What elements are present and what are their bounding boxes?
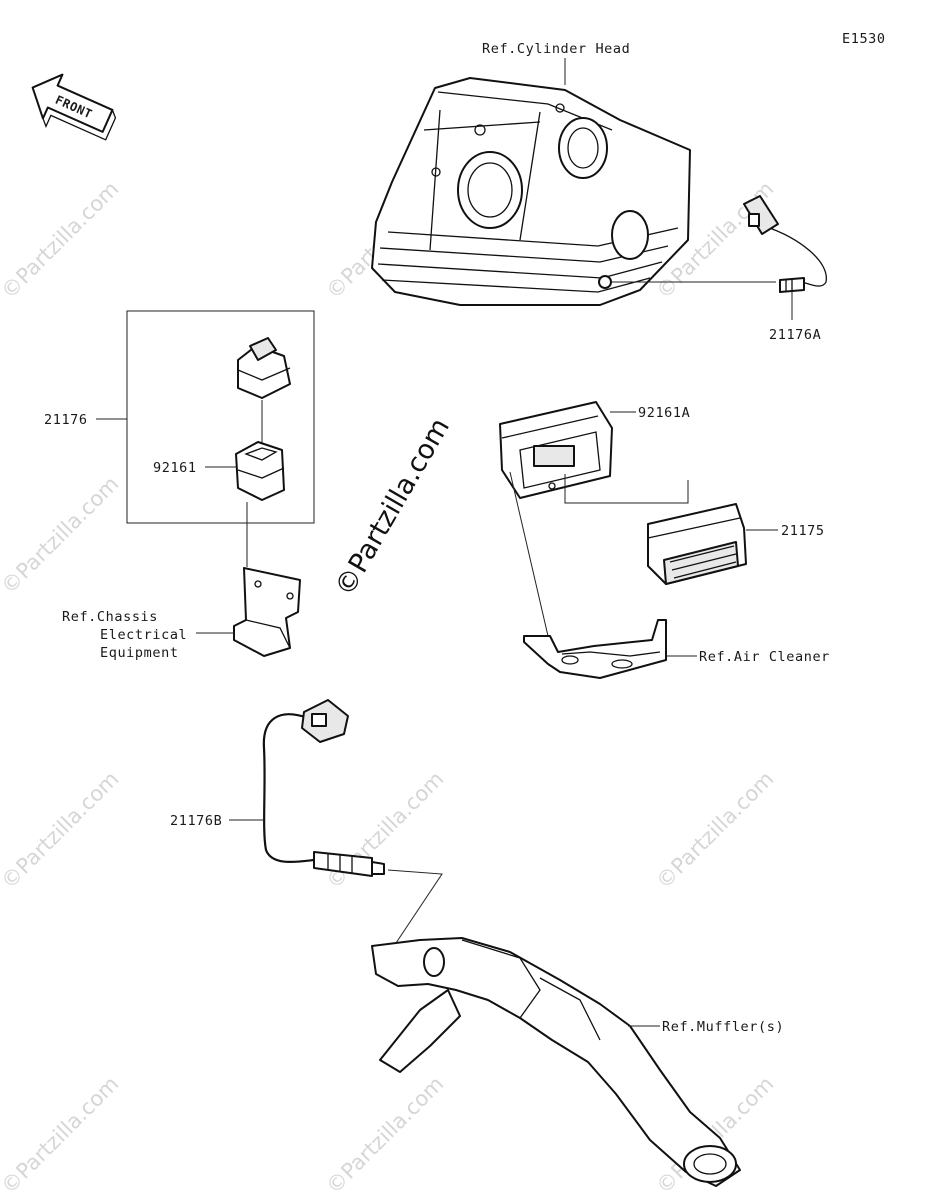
label-92161: 92161 (153, 460, 197, 476)
watermark: ©Partzilla.com (0, 1072, 123, 1199)
watermark: ©Partzilla.com (322, 767, 449, 894)
label-ref-air-cleaner: Ref.Air Cleaner (699, 649, 830, 665)
label-21175: 21175 (781, 523, 825, 539)
watermark: ©Partzilla.com (652, 767, 779, 894)
watermark: ©Partzilla.com (0, 177, 123, 304)
sensor-21176a (743, 195, 827, 293)
watermark: ©Partzilla.com (0, 767, 123, 894)
o2-sensor-21176b (262, 699, 385, 877)
label-21176a: 21176A (769, 327, 821, 343)
watermark: ©Partzilla.com (0, 472, 123, 599)
label-21176b: 21176B (170, 813, 222, 829)
air-cleaner-bracket (523, 619, 667, 679)
ecu-holder-92161a (499, 401, 613, 499)
label-ref-chassis-line2: Electrical (100, 627, 187, 643)
label-92161a: 92161A (638, 405, 690, 421)
watermark-center: ©Partzilla.com (329, 413, 456, 602)
ecu-21175 (647, 503, 747, 585)
watermark: ©Partzilla.com (322, 1072, 449, 1199)
label-ref-cylinder-head: Ref.Cylinder Head (482, 41, 630, 57)
watermark-layer: ©Partzilla.com ©Partzilla.com ©Partzilla… (0, 177, 778, 1199)
group-frame-21176 (126, 310, 315, 524)
chassis-bracket (233, 567, 301, 657)
label-ref-chassis-line3: Equipment (100, 645, 179, 661)
exhaust-pipe (371, 937, 741, 1187)
label-21176: 21176 (44, 412, 88, 428)
label-ref-chassis-line1: Ref.Chassis (62, 609, 158, 625)
front-arrow: FRONT (31, 73, 117, 141)
sensor-21176 (237, 337, 291, 399)
cylinder-head (371, 77, 691, 306)
label-ref-muffler: Ref.Muffler(s) (662, 1019, 784, 1035)
rubber-92161 (235, 441, 285, 501)
diagram-code: E1530 (842, 31, 886, 47)
